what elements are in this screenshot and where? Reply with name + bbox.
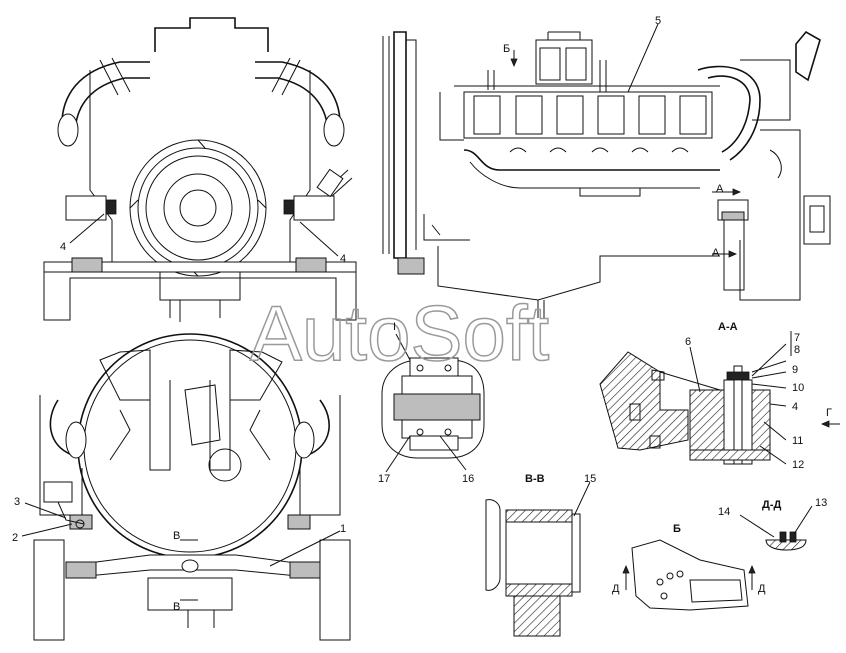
callout-2: 2	[12, 532, 18, 544]
view-b	[622, 539, 756, 611]
callout-16: 16	[462, 473, 474, 485]
detail-i-mount	[381, 357, 485, 459]
callout-8: 8	[794, 344, 800, 356]
section-label-dd: Д-Д	[762, 499, 781, 511]
callout-5: 5	[655, 15, 661, 27]
callout-6: 6	[685, 336, 691, 348]
section-d-d	[765, 531, 807, 551]
callout-1: 1	[340, 523, 346, 535]
callout-4-right: 4	[340, 253, 346, 265]
arrow-label-v-top: В	[173, 530, 180, 542]
callout-9: 9	[792, 364, 798, 376]
callout-13: 13	[815, 497, 827, 509]
arrow-label-v-bottom: В	[173, 601, 180, 613]
callout-11: 11	[792, 435, 803, 447]
arrow-label-a-top: А	[716, 183, 724, 195]
callout-14: 14	[718, 506, 730, 518]
leader-lines	[21, 23, 813, 601]
view-label-b: Б	[673, 523, 681, 535]
callout-15: 15	[584, 473, 596, 485]
callout-17: 17	[378, 473, 390, 485]
callout-4-left: 4	[60, 241, 66, 253]
callout-12: 12	[792, 459, 804, 471]
section-a-a	[599, 351, 840, 465]
callout-7: 7	[794, 332, 800, 344]
callout-3: 3	[14, 496, 20, 508]
section-label-aa: А-А	[718, 321, 738, 333]
arrow-label-b: Б	[503, 43, 510, 55]
front-view-engine	[43, 17, 357, 322]
arrow-label-a-bottom: А	[712, 247, 720, 259]
watermark-text: AutoSoft	[250, 289, 550, 377]
section-label-vv: В-В	[525, 473, 545, 485]
rear-view-engine	[33, 333, 351, 641]
section-v-v	[485, 499, 581, 637]
callout-detail-i: I	[393, 321, 396, 333]
arrow-label-d-left: Д	[612, 583, 620, 595]
callout-10: 10	[792, 382, 804, 394]
arrow-label-g: Г	[826, 407, 832, 419]
arrow-label-d-right: Д	[758, 583, 766, 595]
callout-4-section: 4	[792, 401, 798, 413]
side-view-engine	[382, 30, 831, 318]
